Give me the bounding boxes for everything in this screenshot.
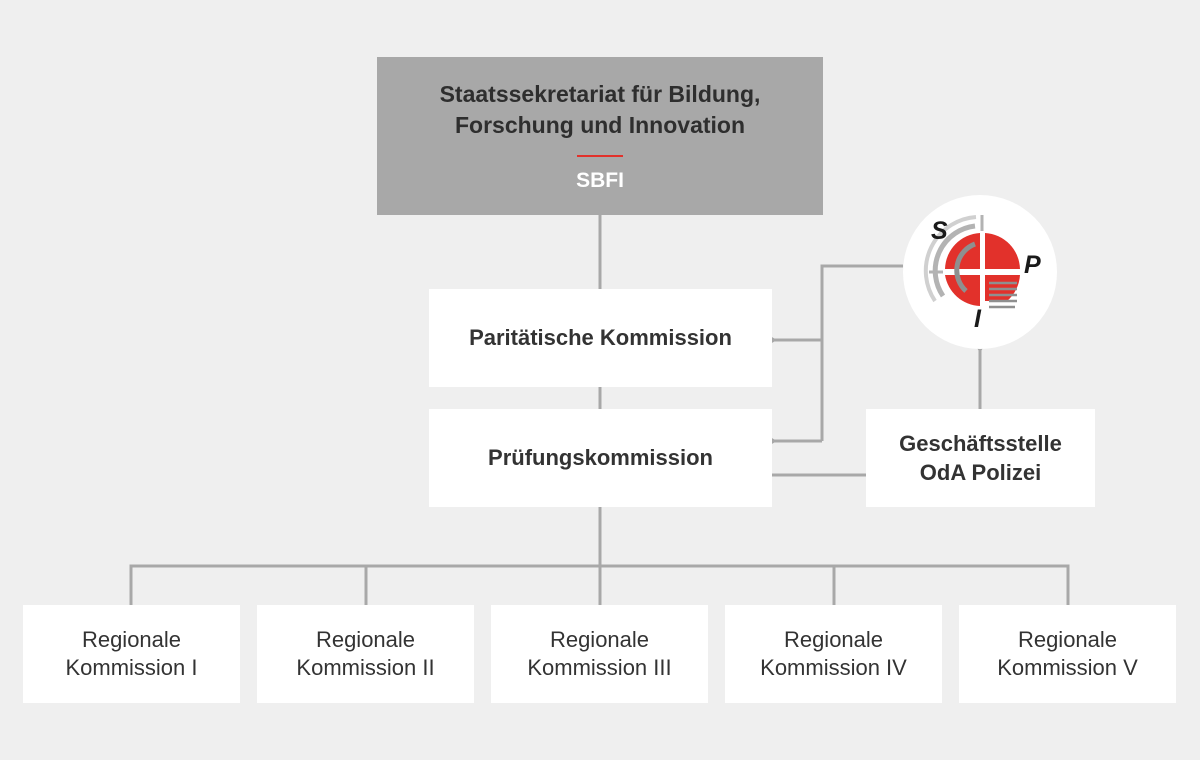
pruefungskommission-box: Prüfungskommission bbox=[429, 409, 772, 507]
regional-4-line2: Kommission IV bbox=[760, 655, 907, 680]
regional-1-line1: Regionale bbox=[81, 627, 182, 652]
spi-logo-letter-i: I bbox=[974, 305, 981, 333]
regional-kommission-3-box: Regionale Kommission III bbox=[491, 605, 708, 703]
sbfi-abbreviation: SBFI bbox=[576, 169, 624, 192]
geschaeftsstelle-line1: Geschäftsstelle bbox=[899, 431, 1062, 456]
regional-2-line1: Regionale bbox=[315, 627, 416, 652]
sbfi-title: Staatssekretariat für Bildung, Forschung… bbox=[440, 79, 761, 141]
paritaetische-kommission-box: Paritätische Kommission bbox=[429, 289, 772, 387]
red-divider bbox=[577, 155, 623, 157]
regional-5-line2: Kommission V bbox=[997, 655, 1138, 680]
geschaeftsstelle-line2: OdA Polizei bbox=[919, 460, 1042, 485]
regional-bus-line bbox=[129, 564, 1070, 605]
sbfi-title-line1: Staatssekretariat für Bildung, bbox=[439, 81, 761, 107]
regional-5-line1: Regionale bbox=[1017, 627, 1118, 652]
spi-logo-letter-s: S bbox=[931, 217, 948, 245]
regional-kommission-2-box: Regionale Kommission II bbox=[257, 605, 474, 703]
regional-2-line2: Kommission II bbox=[296, 655, 435, 680]
sbfi-title-line2: Forschung und Innovation bbox=[454, 112, 746, 138]
sbfi-box: Staatssekretariat für Bildung, Forschung… bbox=[377, 57, 823, 215]
paritaetische-kommission-label: Paritätische Kommission bbox=[469, 325, 732, 350]
geschaeftsstelle-box: Geschäftsstelle OdA Polizei bbox=[866, 409, 1095, 507]
regional-kommission-5-box: Regionale Kommission V bbox=[959, 605, 1176, 703]
pruefungskommission-label: Prüfungskommission bbox=[488, 445, 713, 470]
line-logo-feed bbox=[820, 264, 903, 441]
regional-kommission-4-box: Regionale Kommission IV bbox=[725, 605, 942, 703]
regional-3-line1: Regionale bbox=[549, 627, 650, 652]
spi-logo: S P I bbox=[903, 195, 1057, 349]
regional-1-line2: Kommission I bbox=[65, 655, 198, 680]
regional-kommission-1-box: Regionale Kommission I bbox=[23, 605, 240, 703]
spi-logo-letter-p: P bbox=[1024, 251, 1041, 279]
regional-3-line2: Kommission III bbox=[527, 655, 672, 680]
regional-4-line1: Regionale bbox=[783, 627, 884, 652]
spi-logo-icon bbox=[923, 215, 1020, 309]
